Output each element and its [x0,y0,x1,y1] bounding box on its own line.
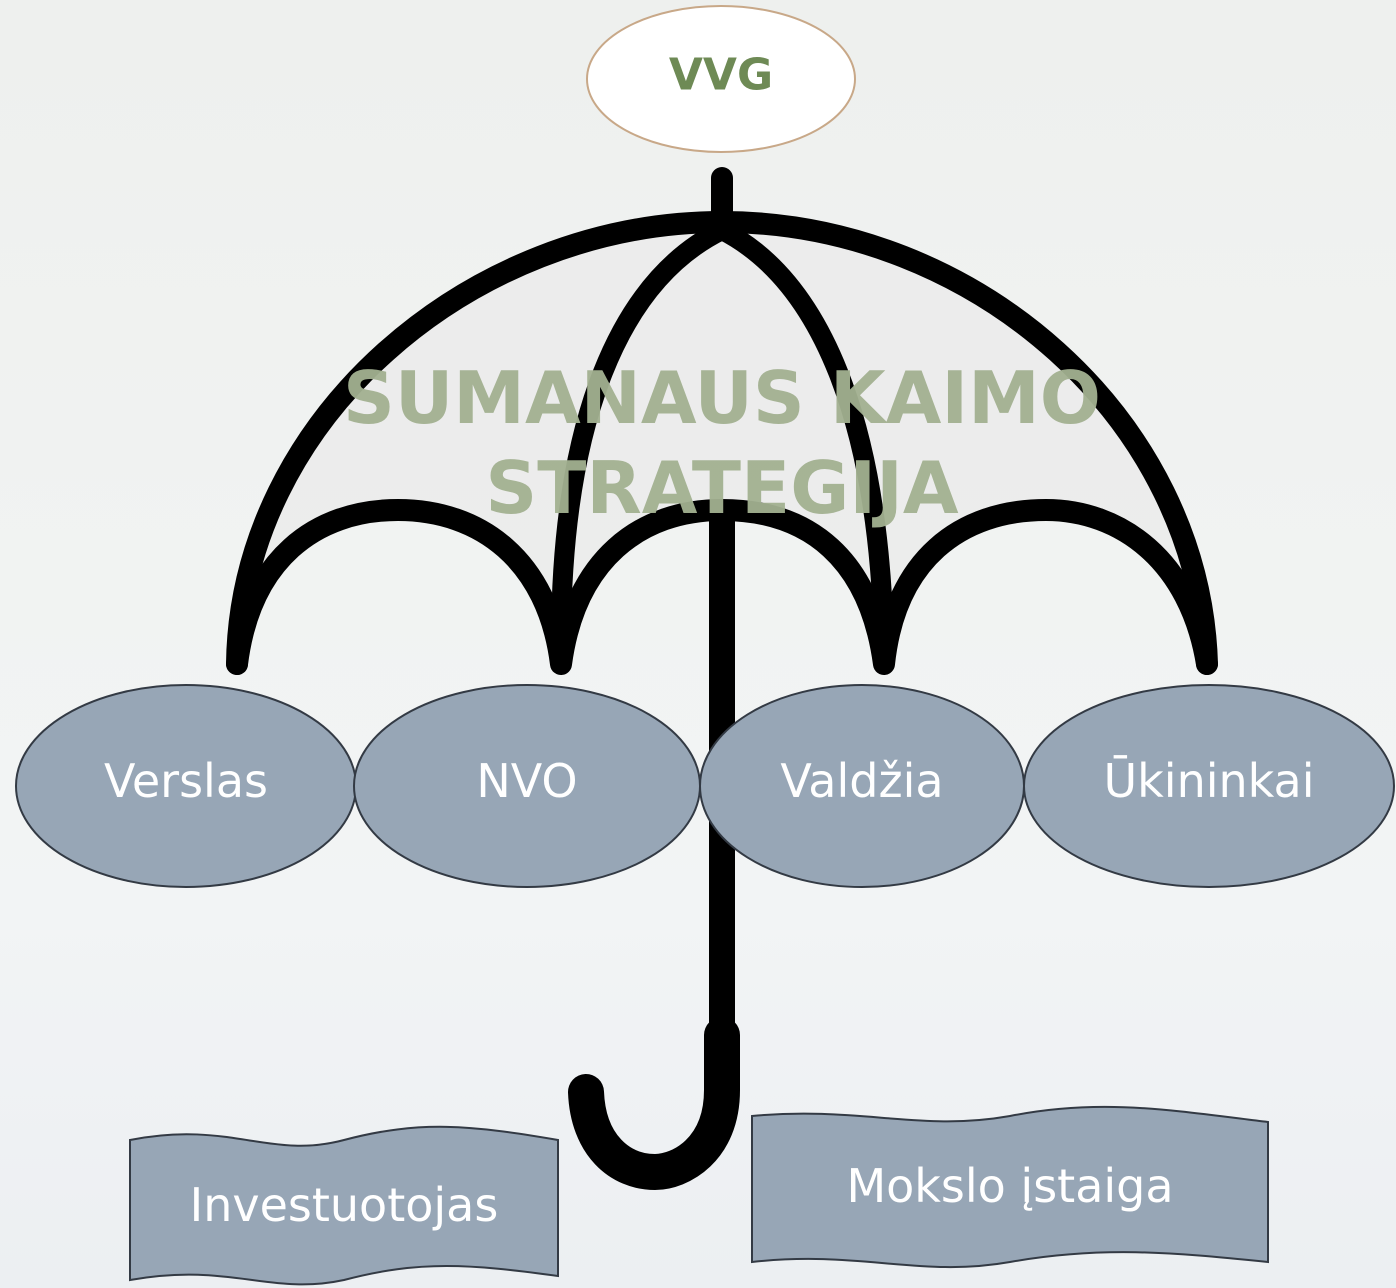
banner-shape [129,1125,559,1286]
stakeholder-label: NVO [476,754,577,808]
umbrella-rib-right [712,220,894,660]
banner-shape [751,1105,1269,1269]
top-node[interactable]: VVG [586,5,856,153]
stakeholder-verslas[interactable]: Verslas [15,684,357,888]
strategy-title-line2: STRATEGIJA [485,446,959,530]
stakeholder-nvo[interactable]: NVO [353,684,701,888]
stakeholder-ukininkai[interactable]: Ūkininkai [1023,684,1395,888]
strategy-title-line1: SUMANAUS KAIMO [343,356,1101,440]
strategy-title: SUMANAUS KAIMO STRATEGIJA [343,356,1101,530]
stakeholder-label: Ūkininkai [1104,754,1315,808]
stakeholder-valdzia[interactable]: Valdžia [699,684,1025,888]
top-node-shape [586,5,856,153]
top-node-label: VVG [669,50,773,101]
umbrella-canopy [237,222,1207,664]
umbrella-scallops [226,499,1218,675]
banner-label: Investuotojas [190,1178,499,1232]
umbrella-rib-left [550,220,732,660]
banner-label: Mokslo įstaiga [846,1159,1173,1213]
stakeholder-label: Valdžia [780,754,943,808]
umbrella-handle [568,1017,740,1191]
umbrella-icon [226,167,1218,1191]
banner-investuotojas[interactable]: Investuotojas [129,1125,559,1286]
stakeholder-shape [1023,684,1395,888]
stakeholder-label: Verslas [104,754,268,808]
banner-mokslo-istaiga[interactable]: Mokslo įstaiga [751,1105,1269,1269]
